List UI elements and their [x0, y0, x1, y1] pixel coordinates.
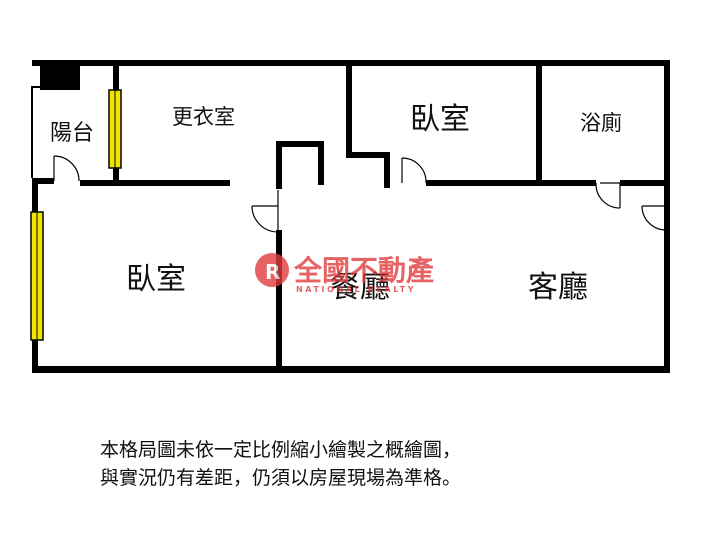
interior-walls	[32, 60, 668, 370]
watermark-brand-en: NATIONAL REALTY	[296, 285, 416, 294]
room-labels: 陽台 更衣室 臥室 浴廁 臥室 餐廳 客廳	[50, 102, 622, 305]
watermark-brand-zh: 全國不動產	[293, 254, 434, 287]
door-balcony	[53, 155, 80, 182]
realty-watermark: R 全國不動產 NATIONAL REALTY	[255, 253, 434, 294]
label-bathroom: 浴廁	[580, 111, 622, 135]
door-bedroom-main	[251, 190, 279, 233]
structural-column	[40, 60, 80, 90]
floor-plan: 陽台 更衣室 臥室 浴廁 臥室 餐廳 客廳 R 全國不動產 NATIONAL R…	[30, 60, 670, 373]
label-bedroom-main: 臥室	[126, 262, 186, 297]
door-bathroom	[595, 182, 621, 209]
label-dining: 餐廳	[330, 270, 390, 305]
label-balcony: 陽台	[50, 121, 94, 146]
svg-text:R: R	[265, 260, 280, 284]
balcony-frame	[31, 60, 80, 178]
door-entrance	[641, 205, 667, 231]
disclaimer-line-1: 本格局圖未依一定比例縮小繪製之概繪圖，	[100, 439, 462, 461]
door-bedroom-top	[401, 157, 427, 184]
label-bedroom-top: 臥室	[410, 102, 470, 137]
label-living: 客廳	[528, 270, 588, 305]
realty-logo-icon	[255, 253, 289, 287]
disclaimer-note: 本格局圖未依一定比例縮小繪製之概繪圖， 與實況仍有差距，仍須以房屋現場為準格。	[100, 436, 660, 492]
label-closet: 更衣室	[172, 105, 235, 129]
doors	[53, 155, 667, 233]
disclaimer-line-2: 與實況仍有差距，仍須以房屋現場為準格。	[100, 467, 462, 489]
windows	[30, 89, 122, 341]
